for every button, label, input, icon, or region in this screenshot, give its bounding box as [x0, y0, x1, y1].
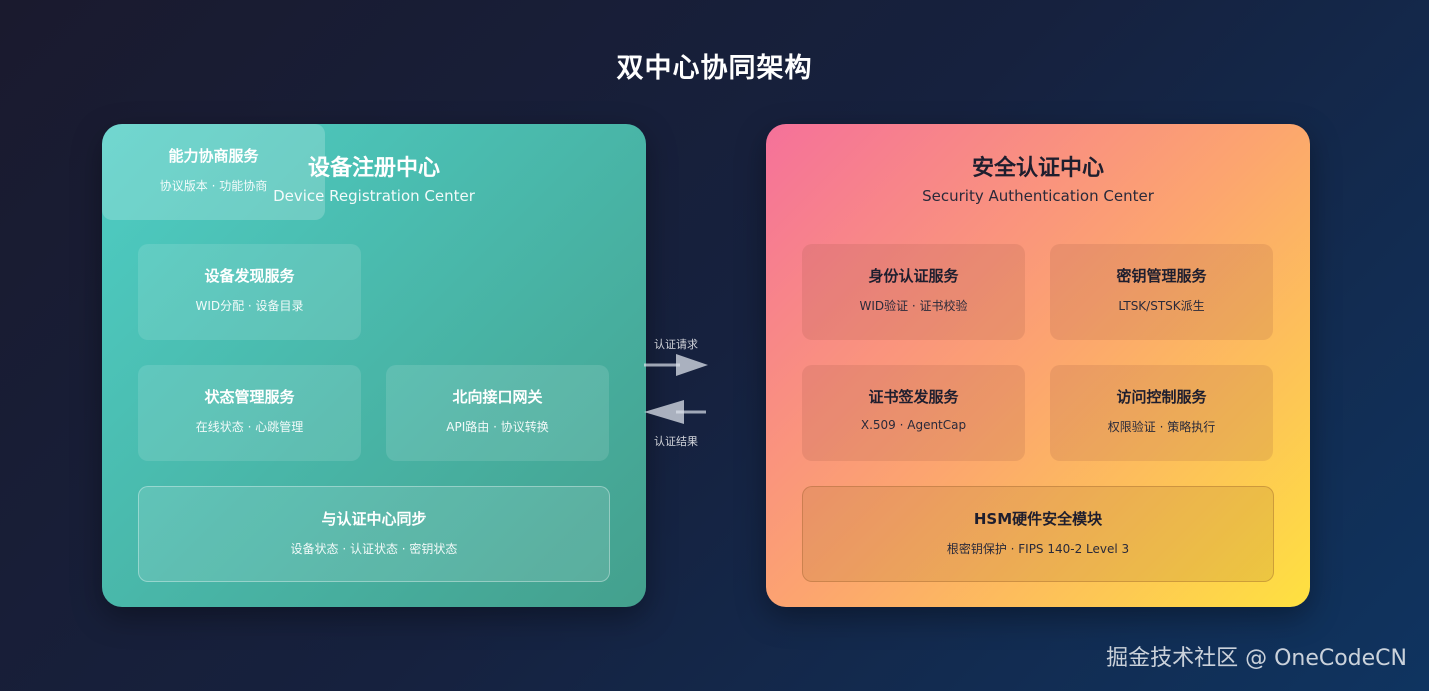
service-name: 设备发现服务: [204, 267, 295, 285]
left-panel-subtitle: Device Registration Center: [273, 187, 475, 205]
service-desc: LTSK/STSK派生: [1118, 299, 1205, 313]
device-registration-center-panel: 设备注册中心 Device Registration Center 设备发现服务…: [102, 124, 646, 607]
diagram-title: 双中心协同架构: [616, 53, 813, 84]
auth-request-label: 认证请求: [654, 338, 698, 351]
arrow-right-icon: [644, 354, 708, 376]
service-desc: 权限验证 · 策略执行: [1107, 420, 1216, 434]
service-desc: API路由 · 协议转换: [446, 420, 549, 434]
service-card-identity-auth: 身份认证服务 WID验证 · 证书校验: [802, 244, 1025, 340]
service-name: 访问控制服务: [1116, 388, 1207, 406]
arrow-left-icon: [644, 400, 706, 424]
service-card-capability-negotiation: 能力协商服务 协议版本 · 功能协商: [102, 124, 325, 220]
service-name: 身份认证服务: [868, 267, 959, 285]
service-name: 北向接口网关: [452, 388, 543, 406]
watermark: 掘金技术社区 @ OneCodeCN: [1106, 646, 1407, 671]
service-card-key-management: 密钥管理服务 LTSK/STSK派生: [1050, 244, 1273, 340]
service-name: 能力协商服务: [168, 147, 259, 165]
service-desc: 协议版本 · 功能协商: [159, 179, 268, 193]
sync-desc: 设备状态 · 认证状态 · 密钥状态: [290, 542, 458, 556]
service-card-state-management: 状态管理服务 在线状态 · 心跳管理: [138, 365, 361, 461]
auth-result-label: 认证结果: [654, 435, 698, 448]
left-panel-title: 设备注册中心: [307, 156, 440, 181]
service-name: 密钥管理服务: [1116, 267, 1207, 285]
hsm-desc: 根密钥保护 · FIPS 140-2 Level 3: [946, 542, 1130, 556]
service-card-device-discovery: 设备发现服务 WID分配 · 设备目录: [138, 244, 361, 340]
hsm-name: HSM硬件安全模块: [973, 510, 1103, 528]
hsm-card: HSM硬件安全模块 根密钥保护 · FIPS 140-2 Level 3: [802, 486, 1274, 582]
service-desc: 在线状态 · 心跳管理: [195, 420, 304, 434]
service-desc: WID验证 · 证书校验: [859, 299, 968, 313]
service-name: 证书签发服务: [868, 388, 959, 406]
service-card-cert-issuance: 证书签发服务 X.509 · AgentCap: [802, 365, 1025, 461]
security-authentication-center-panel: 安全认证中心 Security Authentication Center 身份…: [766, 124, 1310, 607]
right-panel-subtitle: Security Authentication Center: [922, 187, 1154, 205]
service-card-access-control: 访问控制服务 权限验证 · 策略执行: [1050, 365, 1273, 461]
arrows-graphic: [644, 354, 708, 424]
sync-name: 与认证中心同步: [321, 510, 427, 528]
service-card-northbound-gateway: 北向接口网关 API路由 · 协议转换: [386, 365, 609, 461]
right-panel-title: 安全认证中心: [971, 156, 1104, 181]
service-desc: X.509 · AgentCap: [860, 418, 967, 432]
sync-card: 与认证中心同步 设备状态 · 认证状态 · 密钥状态: [138, 486, 610, 582]
service-desc: WID分配 · 设备目录: [195, 299, 304, 313]
service-name: 状态管理服务: [204, 388, 295, 406]
